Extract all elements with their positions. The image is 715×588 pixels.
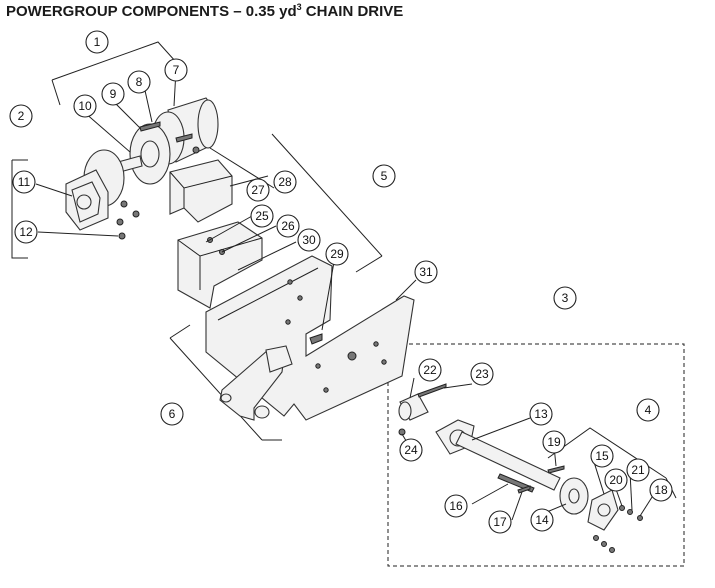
callout-27: 27 <box>246 178 270 202</box>
callout-7: 7 <box>164 58 188 82</box>
svg-text:11: 11 <box>18 175 31 189</box>
callout-9: 9 <box>101 82 125 106</box>
svg-text:13: 13 <box>534 407 548 421</box>
callout-11: 11 <box>12 170 36 194</box>
svg-text:5: 5 <box>381 169 388 183</box>
callout-2: 2 <box>9 104 33 128</box>
callout-22: 22 <box>418 358 442 382</box>
svg-text:31: 31 <box>419 265 433 279</box>
callout-4: 4 <box>636 398 660 422</box>
group-brackets <box>11 41 685 567</box>
title-main: POWERGROUP COMPONENTS – 0.35 yd <box>6 3 297 20</box>
title-suffix: CHAIN DRIVE <box>301 3 404 20</box>
svg-text:20: 20 <box>609 473 623 487</box>
diagram-title: POWERGROUP COMPONENTS – 0.35 yd3 CHAIN D… <box>6 2 403 20</box>
callout-15: 15 <box>590 444 614 468</box>
callout-18: 18 <box>649 478 673 502</box>
callout-14: 14 <box>530 508 554 532</box>
svg-text:8: 8 <box>136 75 143 89</box>
callout-24: 24 <box>399 438 423 462</box>
callout-26: 26 <box>276 214 300 238</box>
svg-text:4: 4 <box>645 403 652 417</box>
callouts: 1 2 3 4 5 6 7 8 9 10 11 12 13 14 15 16 1… <box>9 30 673 534</box>
callout-31: 31 <box>414 260 438 284</box>
svg-text:26: 26 <box>281 219 295 233</box>
callout-10: 10 <box>73 94 97 118</box>
motor-assembly <box>117 97 219 185</box>
svg-text:3: 3 <box>562 291 569 305</box>
svg-text:1: 1 <box>94 35 101 49</box>
callout-1: 1 <box>85 30 109 54</box>
callout-19: 19 <box>542 430 566 454</box>
svg-text:15: 15 <box>595 449 609 463</box>
title-superscript: 3 <box>296 2 302 12</box>
svg-text:30: 30 <box>302 233 316 247</box>
svg-text:16: 16 <box>449 499 463 513</box>
svg-text:25: 25 <box>255 209 269 223</box>
svg-text:6: 6 <box>169 407 176 421</box>
svg-text:2: 2 <box>18 109 25 123</box>
svg-text:29: 29 <box>330 247 344 261</box>
svg-text:27: 27 <box>251 183 265 197</box>
callout-16: 16 <box>444 494 468 518</box>
callout-13: 13 <box>529 402 553 426</box>
callout-20: 20 <box>604 468 628 492</box>
svg-text:10: 10 <box>78 99 92 113</box>
svg-text:7: 7 <box>173 63 180 77</box>
callout-12: 12 <box>14 220 38 244</box>
callout-30: 30 <box>297 228 321 252</box>
callout-25: 25 <box>250 204 274 228</box>
callout-6: 6 <box>160 402 184 426</box>
svg-text:28: 28 <box>278 175 292 189</box>
motor-mount-bracket <box>177 221 263 309</box>
svg-text:18: 18 <box>654 483 668 497</box>
callout-8: 8 <box>127 70 151 94</box>
svg-text:24: 24 <box>404 443 418 457</box>
svg-text:22: 22 <box>423 363 437 377</box>
svg-text:12: 12 <box>19 225 33 239</box>
chain-drive-assembly <box>398 383 643 553</box>
gearbox-assembly <box>65 149 140 240</box>
support-leg <box>219 345 293 421</box>
callout-21: 21 <box>626 458 650 482</box>
motor-cover <box>169 159 233 223</box>
callout-23: 23 <box>470 362 494 386</box>
svg-text:14: 14 <box>535 513 549 527</box>
svg-text:19: 19 <box>547 435 561 449</box>
svg-text:23: 23 <box>475 367 489 381</box>
callout-28: 28 <box>273 170 297 194</box>
callout-5: 5 <box>372 164 396 188</box>
callout-3: 3 <box>553 286 577 310</box>
svg-text:17: 17 <box>493 515 507 529</box>
callout-17: 17 <box>488 510 512 534</box>
callout-29: 29 <box>325 242 349 266</box>
svg-text:9: 9 <box>110 87 117 101</box>
svg-text:21: 21 <box>631 463 645 477</box>
